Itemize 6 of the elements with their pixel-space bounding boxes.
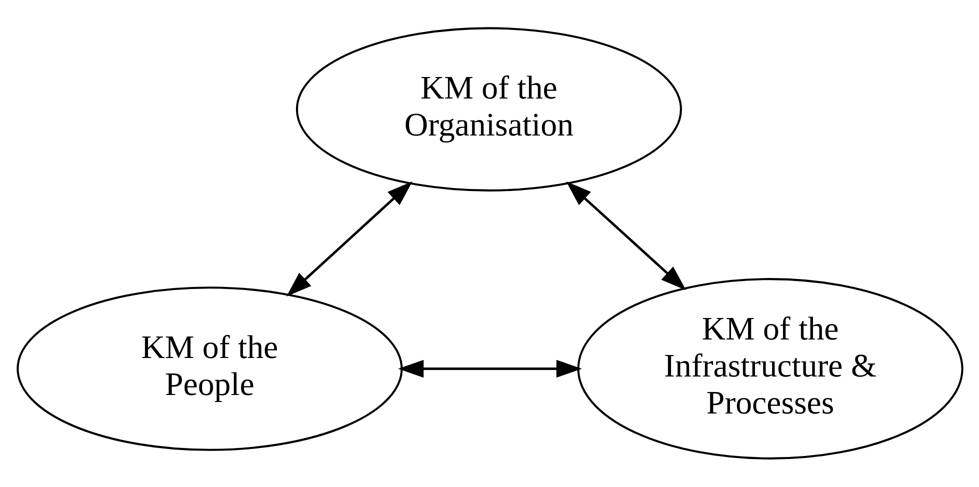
node-ellipse: KM of the Infrastructure & Processes [576,278,963,460]
node-ellipse: KM of the Organisation [295,27,682,192]
node-ellipse: KM of the People [16,286,402,451]
arrow [286,181,412,297]
arrow [566,181,686,290]
arrow [398,360,582,378]
